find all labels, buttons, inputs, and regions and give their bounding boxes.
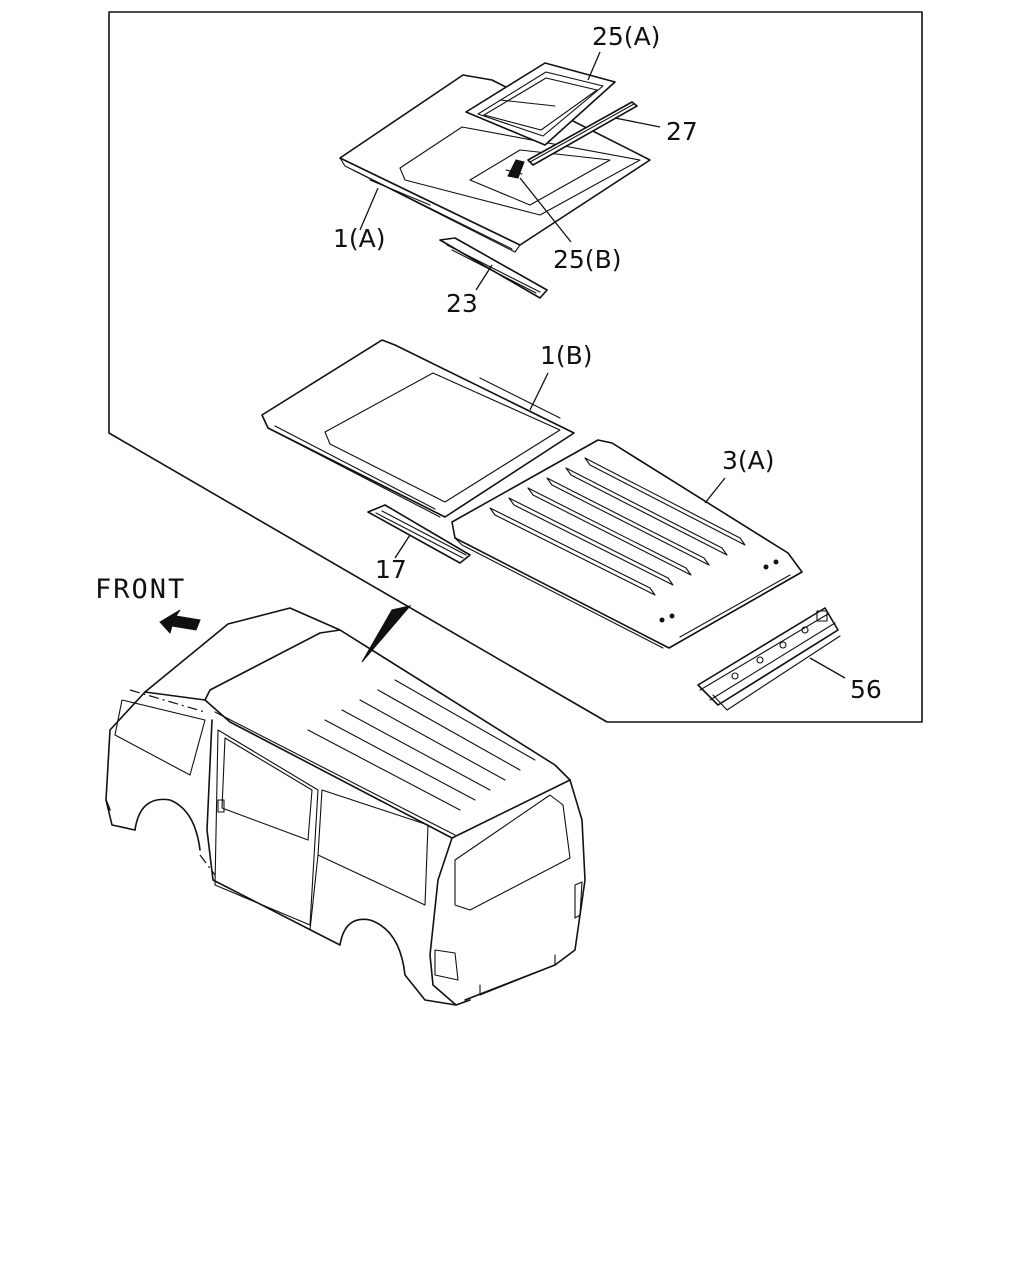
part-27-weatherstrip xyxy=(527,101,638,166)
callout-1b: 1(B) xyxy=(540,341,593,370)
part-23-reinforcement xyxy=(439,237,548,299)
front-label: FRONT xyxy=(95,574,186,605)
leader-lines xyxy=(359,51,846,679)
callout-56: 56 xyxy=(850,675,882,704)
detail-frame xyxy=(108,11,923,723)
callout-3a: 3(A) xyxy=(722,446,775,475)
callout-17: 17 xyxy=(375,555,407,584)
part-3a-ribbed-roof-panel xyxy=(451,439,803,649)
callout-23: 23 xyxy=(446,289,478,318)
part-56-roof-bow xyxy=(697,607,841,711)
callout-1a: 1(A) xyxy=(333,224,386,253)
left-arrow-icon xyxy=(159,609,201,635)
part-25a-sunroof-frame xyxy=(465,62,616,146)
part-25b-bracket xyxy=(505,159,525,179)
roof-ribs xyxy=(489,457,746,596)
part-1b-roof-panel xyxy=(261,339,575,518)
callout-27: 27 xyxy=(666,117,698,146)
van-body xyxy=(105,605,586,1006)
callout-25b: 25(B) xyxy=(553,245,621,274)
callout-25a: 25(A) xyxy=(592,22,660,51)
part-17-rail xyxy=(367,504,471,564)
